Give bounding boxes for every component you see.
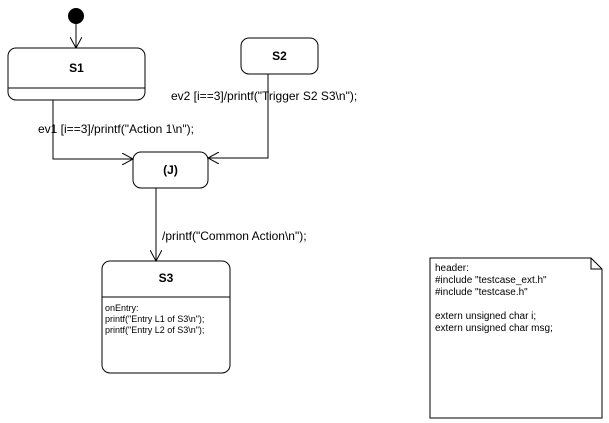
transition-s2-to-junction[interactable] [208,74,269,158]
state-s2[interactable] [240,37,319,75]
transition-s2-label: ev2 [i==3]/printf("Trigger S2 S3\n"); [171,89,358,103]
state-s3-entry-line2: printf("Entry L2 of S3\n"); [105,325,205,335]
note-line: extern unsigned char i; [435,311,537,322]
note-line: #include "testcase.h" [435,287,528,298]
note-line: extern unsigned char msg; [435,323,553,334]
note-line: #include "testcase_ext.h" [435,275,547,286]
state-junction-name: (J) [163,163,178,177]
state-s3-entry-line1: printf("Entry L1 of S3\n"); [105,314,205,324]
state-s1[interactable] [7,47,146,101]
state-s3[interactable] [101,260,231,374]
initial-state-dot[interactable] [68,8,84,24]
state-junction[interactable] [132,151,209,189]
header-note[interactable] [429,257,603,419]
note-line: header: [435,263,469,274]
state-s1-name: S1 [69,61,84,75]
state-s2-name: S2 [272,49,287,63]
state-s3-name: S3 [158,271,174,285]
transition-s1-label: ev1 [i==3]/printf("Action 1\n"); [38,122,194,136]
transition-s1-to-junction[interactable] [52,100,133,159]
state-s3-entry-label: onEntry: [105,303,139,313]
transition-junction-label: /printf("Common Action\n"); [162,229,307,243]
